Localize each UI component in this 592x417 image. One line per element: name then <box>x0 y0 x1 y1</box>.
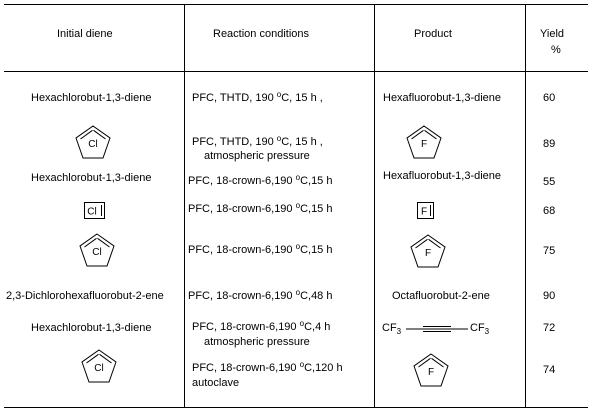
row8-yield: 74 <box>543 364 556 376</box>
row7-product-left-sub: 3 <box>396 327 402 337</box>
header-product: Product <box>414 28 452 40</box>
row8-initial-structure: Cl <box>80 348 118 384</box>
row2-product-label: F <box>421 139 427 150</box>
row5-product-label: F <box>425 248 431 259</box>
row5-product-structure: F <box>409 233 447 269</box>
row8-product-structure: F <box>412 352 450 388</box>
row5-yield: 75 <box>543 245 556 257</box>
row3-yield: 55 <box>543 176 556 188</box>
cyclopentadiene-ring-icon: Cl <box>75 125 111 159</box>
row6-initial: 2,3-Dichlorohexafluorobut-2-ene <box>6 290 164 302</box>
row7-initial: Hexachlorobut-1,3-diene <box>31 322 152 334</box>
row2-product-structure: F <box>405 124 443 160</box>
table-bottom-rule <box>4 407 588 408</box>
cyclobutadiene-square-icon: Cl <box>84 202 105 219</box>
row1-yield: 60 <box>543 92 556 104</box>
header-reaction-conditions: Reaction conditions <box>213 28 310 40</box>
column-divider-3 <box>525 4 526 408</box>
row7-product-left: CF3 <box>382 322 401 338</box>
row4-product-structure: F <box>417 202 435 219</box>
row1-cond-degree: o <box>276 90 282 99</box>
row7-cond-pre: PFC, 18-crown-6,190 <box>192 321 300 333</box>
row7-yield: 72 <box>543 322 556 334</box>
row5-conditions: PFC, 18-crown-6,190 oC,15 h <box>188 242 333 257</box>
row8-conditions-line2: autoclave <box>192 377 240 389</box>
row8-initial-label: Cl <box>94 363 103 374</box>
row3-conditions: PFC, 18-crown-6,190 oC,15 h <box>188 173 333 188</box>
cyclobutadiene-square-icon: F <box>417 202 434 219</box>
row4-initial-structure: Cl <box>84 202 106 219</box>
row8-product-label: F <box>428 367 434 378</box>
cyclopentadiene-ring-icon: Cl <box>79 233 115 267</box>
row7-product-right-cf: CF <box>470 322 485 334</box>
row4-initial-label: Cl <box>87 207 96 218</box>
row3-initial: Hexachlorobut-1,3-diene <box>31 172 152 184</box>
column-divider-2 <box>374 4 375 408</box>
row4-cond-pre: PFC, 18-crown-6,190 <box>188 203 296 215</box>
row7-cond-post: C,4 h <box>304 321 331 333</box>
cyclopentadiene-ring-icon: Cl <box>81 349 117 383</box>
row8-conditions: PFC, 18-crown-6,190 oC,120 h <box>192 360 343 375</box>
row6-cond-degree: o <box>295 288 301 297</box>
row1-conditions: PFC, THTD, 190 oC, 15 h , <box>192 90 323 105</box>
row3-cond-post: C,15 h <box>300 175 333 187</box>
row7-product-right: CF3 <box>470 322 489 338</box>
row1-initial: Hexachlorobut-1,3-diene <box>31 92 152 104</box>
row3-cond-pre: PFC, 18-crown-6,190 <box>188 175 296 187</box>
row7-product-right-sub: 3 <box>484 327 490 337</box>
row6-conditions: PFC, 18-crown-6,190 oC,48 h <box>188 288 333 303</box>
row7-cond-degree: o <box>299 319 305 328</box>
row5-initial-structure: Cl <box>78 232 116 268</box>
row2-initial-structure: Cl <box>74 124 112 160</box>
row6-yield: 90 <box>543 290 556 302</box>
triple-bond-icon <box>406 326 468 332</box>
row3-cond-degree: o <box>295 173 301 182</box>
row5-initial-label: Cl <box>92 247 101 258</box>
row7-triple-bond <box>406 325 468 333</box>
row7-product-left-cf: CF <box>382 322 397 334</box>
row3-product: Hexafluorobut-1,3-diene <box>383 170 502 182</box>
row7-conditions: PFC, 18-crown-6,190 oC,4 h <box>192 319 331 334</box>
cyclopentadiene-ring-icon: F <box>413 353 449 387</box>
row4-yield: 68 <box>543 205 556 217</box>
header-initial-diene: Initial diene <box>57 28 113 40</box>
row4-product-label: F <box>421 207 427 218</box>
cyclopentadiene-ring-icon: F <box>406 125 442 159</box>
row6-product: Octafluorobut-2-ene <box>392 290 490 302</box>
column-divider-1 <box>184 4 185 408</box>
row2-conditions: PFC, THTD, 190 oC, 15 h , <box>192 134 323 149</box>
header-yield-unit: % <box>551 44 561 56</box>
row4-cond-degree: o <box>295 201 301 210</box>
row5-cond-post: C,15 h <box>300 244 333 256</box>
row2-conditions-line2: atmospheric pressure <box>204 150 310 162</box>
row8-cond-degree: o <box>299 360 305 369</box>
row6-cond-post: C,48 h <box>300 290 333 302</box>
header-yield: Yield <box>540 28 565 40</box>
row1-cond-pre: PFC, THTD, 190 <box>192 92 277 104</box>
row2-initial-label: Cl <box>88 139 97 150</box>
header-rule <box>4 71 588 72</box>
row4-cond-post: C,15 h <box>300 203 333 215</box>
row2-cond-pre: PFC, THTD, 190 <box>192 136 277 148</box>
row5-cond-pre: PFC, 18-crown-6,190 <box>188 244 296 256</box>
row1-cond-post: C, 15 h , <box>281 92 323 104</box>
row4-conditions: PFC, 18-crown-6,190 oC,15 h <box>188 201 333 216</box>
row2-cond-degree: o <box>276 134 282 143</box>
row2-yield: 89 <box>543 138 556 150</box>
row1-product: Hexafluorobut-1,3-diene <box>383 92 502 104</box>
cyclopentadiene-ring-icon: F <box>410 234 446 268</box>
row8-cond-post: C,120 h <box>304 362 343 374</box>
row7-conditions-line2: atmospheric pressure <box>204 336 310 348</box>
row5-cond-degree: o <box>295 242 301 251</box>
row2-cond-post: C, 15 h , <box>281 136 323 148</box>
table-top-rule <box>4 4 588 5</box>
row8-cond-pre: PFC, 18-crown-6,190 <box>192 362 300 374</box>
row6-cond-pre: PFC, 18-crown-6,190 <box>188 290 296 302</box>
